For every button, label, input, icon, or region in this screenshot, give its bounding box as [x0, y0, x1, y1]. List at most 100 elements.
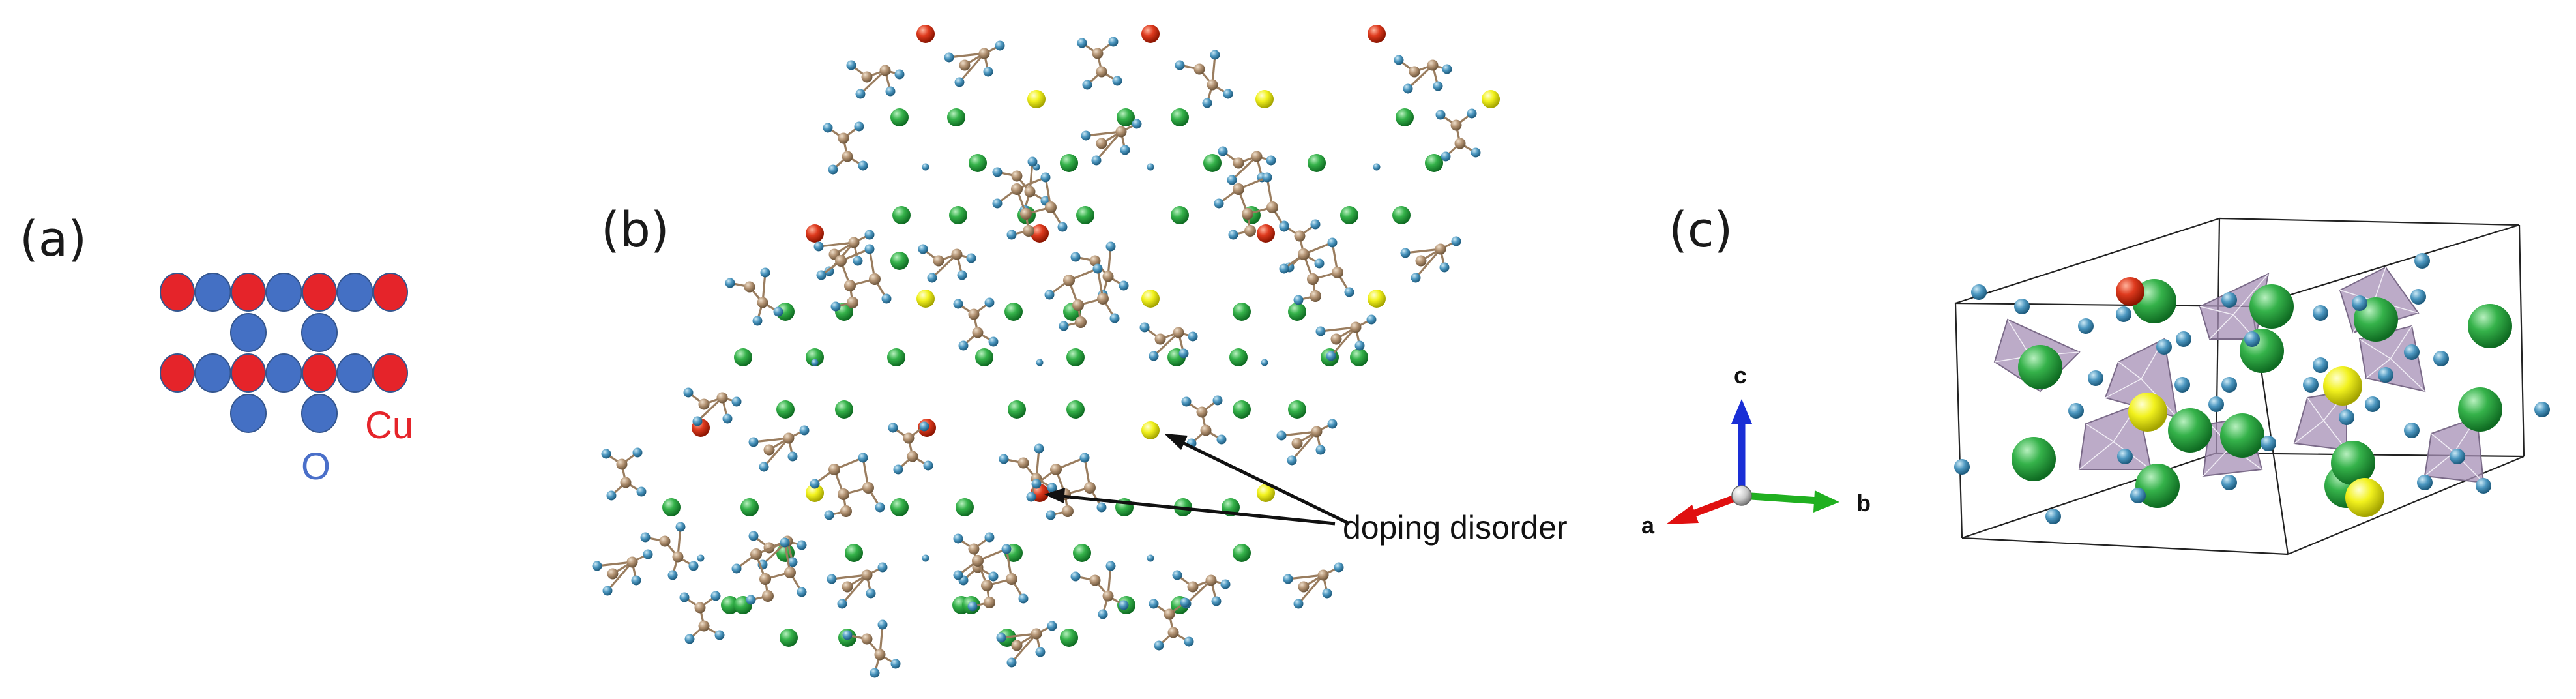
panel-a-label: (a) — [20, 211, 87, 267]
brown-atom — [1154, 333, 1166, 345]
brown-atom — [1011, 183, 1023, 195]
blue-atom — [1091, 155, 1102, 166]
blue-atom — [1435, 110, 1446, 120]
blue-atom — [2534, 402, 2550, 417]
blue-atom — [890, 659, 901, 669]
brown-atom — [1017, 457, 1029, 469]
blue-atom — [2365, 396, 2380, 412]
bond — [1095, 130, 1122, 162]
o-label: O — [301, 445, 330, 488]
blue-atom — [988, 571, 999, 582]
brown-atom — [620, 477, 632, 488]
yellow-atom — [2128, 393, 2167, 432]
blue-atom — [1188, 331, 1198, 342]
bond — [1320, 326, 1356, 333]
green-atom — [1396, 108, 1414, 126]
blue-atom — [1310, 219, 1321, 230]
blue-atom — [684, 634, 695, 644]
bond — [1330, 326, 1357, 357]
blue-atom — [1154, 640, 1164, 651]
brown-atom — [1102, 590, 1114, 602]
blue-atom — [1216, 434, 1227, 445]
brown-atom — [1310, 290, 1321, 302]
blue-atom — [1036, 359, 1044, 366]
brown-atom — [903, 432, 915, 444]
green-atom — [2168, 408, 2212, 453]
bond — [948, 52, 985, 59]
blue-atom — [995, 40, 1005, 51]
blue-atom — [2068, 403, 2084, 419]
cu-atom — [302, 353, 337, 393]
green-atom — [1076, 206, 1094, 224]
blue-atom — [854, 121, 864, 132]
brown-atom — [1251, 151, 1263, 162]
blue-atom — [2339, 409, 2354, 425]
blue-atom — [1181, 396, 1192, 407]
blue-atom — [2261, 436, 2276, 451]
green-atom — [1229, 348, 1248, 366]
brown-atom — [1006, 573, 1017, 585]
blue-atom — [944, 52, 954, 63]
blue-atom — [953, 570, 963, 580]
blue-atom — [830, 301, 841, 312]
blue-atom — [1070, 571, 1081, 582]
brown-atom — [861, 71, 873, 83]
brown-atom — [1164, 608, 1175, 620]
brown-atom — [750, 548, 762, 560]
bond — [1185, 579, 1212, 605]
brown-atom — [972, 327, 984, 338]
blue-atom — [1293, 295, 1304, 305]
arrowhead-yellow — [1164, 434, 1188, 450]
blue-atom — [1214, 198, 1224, 209]
blue-atom — [958, 340, 969, 351]
green-atom — [1340, 206, 1358, 224]
polyhedron-edge — [2294, 420, 2324, 444]
blue-atom — [1279, 222, 1289, 232]
green-atom — [835, 400, 853, 419]
blue-atom — [1373, 163, 1381, 171]
brown-atom — [1454, 138, 1466, 149]
green-atom — [2220, 413, 2264, 458]
blue-atom — [1044, 290, 1055, 300]
blue-atom — [1112, 76, 1122, 86]
yellow-atom — [806, 484, 824, 502]
bond — [931, 253, 958, 279]
red-atom — [1257, 224, 1275, 243]
blue-atom — [858, 453, 868, 463]
blue-atom — [1082, 80, 1092, 90]
blue-atom — [799, 425, 810, 436]
blue-atom — [813, 241, 824, 252]
brown-atom — [1020, 208, 1032, 220]
green-atom — [1203, 154, 1222, 172]
blue-atom — [1442, 64, 1452, 74]
brown-atom — [1031, 628, 1042, 640]
blue-atom — [2414, 253, 2430, 269]
brown-atom — [1233, 157, 1244, 169]
brown-atom — [698, 620, 710, 632]
brown-atom — [1024, 186, 1036, 198]
brown-atom — [1450, 119, 1462, 131]
oxygen-atom — [265, 273, 302, 312]
brown-atom — [1233, 183, 1244, 195]
green-atom — [1233, 544, 1251, 562]
bond — [841, 574, 868, 605]
blue-atom — [1026, 492, 1036, 502]
blue-atom — [1354, 340, 1365, 351]
green-atom — [1308, 154, 1326, 172]
blue-atom — [692, 416, 703, 426]
blue-atom — [1471, 147, 1481, 158]
yellow-atom — [1141, 290, 1160, 308]
blue-atom — [1433, 81, 1443, 91]
axis-origin — [1731, 485, 1752, 506]
blue-atom — [780, 537, 790, 548]
polyhedron-edge — [2079, 441, 2114, 470]
oxygen-atom — [336, 273, 373, 312]
brown-atom — [783, 432, 795, 444]
green-atom — [740, 498, 759, 516]
brown-atom — [842, 581, 853, 593]
blue-atom — [2221, 475, 2237, 490]
blue-atom — [2014, 299, 2030, 314]
blue-atom — [1035, 647, 1046, 657]
brown-atom — [672, 551, 684, 563]
bond — [606, 561, 634, 592]
